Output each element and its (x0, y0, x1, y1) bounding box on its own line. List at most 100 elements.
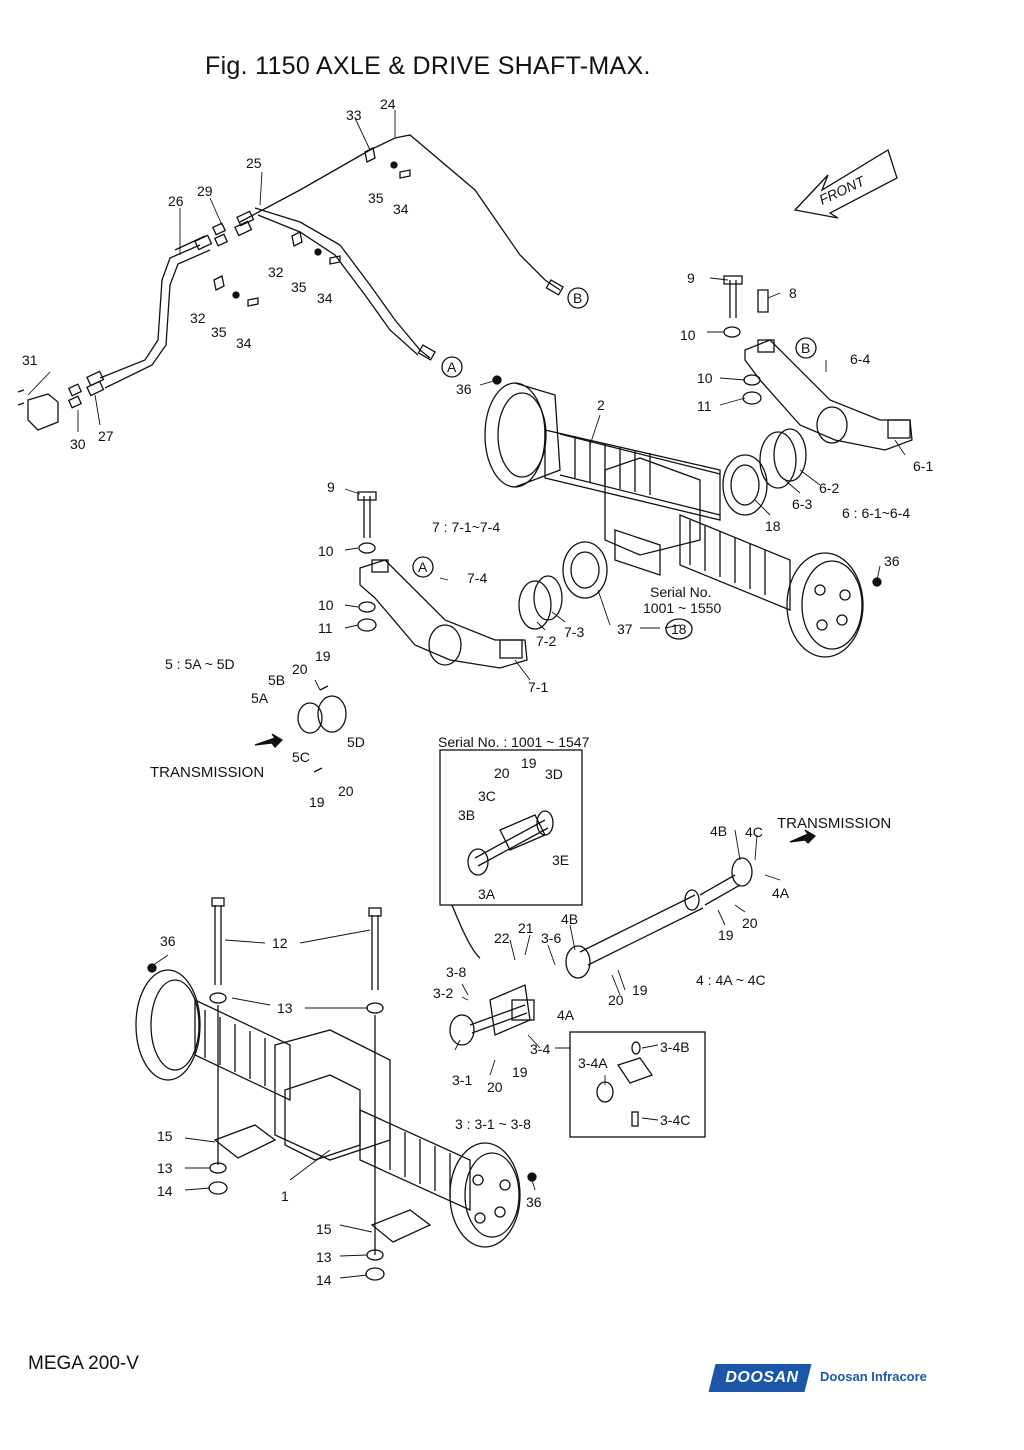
part-label: 5A (251, 690, 269, 706)
part-label: 30 (70, 436, 86, 452)
part-label: 7-2 (536, 633, 556, 649)
part-label: 4B (561, 911, 578, 927)
part-label: 18 (765, 518, 781, 534)
part-label: 20 (608, 992, 624, 1008)
serial-note-inset: Serial No. : 1001 ~ 1547 (438, 734, 590, 750)
part-label: 36 (526, 1194, 542, 1210)
part-label: 12 (272, 935, 288, 951)
part-label: 7-4 (467, 570, 487, 586)
front-axle-assembly (135, 963, 537, 1248)
part-label: 19 (309, 794, 325, 810)
part-label: 34 (393, 201, 409, 217)
part-label: 3E (552, 852, 569, 868)
part-label: 34 (317, 290, 333, 306)
part-label: 10 (680, 327, 696, 343)
part-label: 19 (512, 1064, 528, 1080)
transmission-label-right: TRANSMISSION (777, 815, 891, 832)
company-name: Doosan Infracore (820, 1369, 927, 1384)
part-label: 10 (697, 370, 713, 386)
part-label: 3A (478, 886, 496, 902)
part-label: 3B (458, 807, 475, 823)
axle-support-bracket-7 (357, 491, 528, 669)
part-label: 10 (318, 543, 334, 559)
part-label: 14 (157, 1183, 173, 1199)
serial-note-range: 1001 ~ 1550 (643, 600, 721, 616)
part-label: 20 (338, 783, 354, 799)
doosan-logo-text: DOOSAN (725, 1369, 799, 1386)
part-label: 3C (478, 788, 496, 804)
callout-b-2: B (801, 340, 810, 356)
part-label: 36 (456, 381, 472, 397)
part-label: 22 (494, 930, 510, 946)
part-label: 32 (190, 310, 206, 326)
part-label: 5B (268, 672, 285, 688)
note-7: 7 : 7-1~7-4 (432, 519, 500, 535)
part-label: 4A (557, 1007, 575, 1023)
part-label: 15 (316, 1221, 332, 1237)
part-label: 8 (789, 285, 797, 301)
part-label: 4C (745, 824, 763, 840)
part-label: 36 (160, 933, 176, 949)
part-label: 20 (742, 915, 758, 931)
model-name: MEGA 200-V (28, 1353, 139, 1374)
main-drive-shaft (449, 829, 817, 1046)
part-label: 25 (246, 155, 262, 171)
callout-a-1: A (447, 359, 457, 375)
front-arrow (793, 149, 898, 219)
part-label: 37 (617, 621, 633, 637)
part-label: 3-4C (660, 1112, 690, 1128)
part-label: 11 (697, 398, 712, 414)
part-label: 3-4B (660, 1039, 690, 1055)
part-label: 7-1 (528, 679, 548, 695)
part-label: 9 (327, 479, 335, 495)
part-number-labels: 24 33 25 26 29 35 34 32 35 34 32 35 34 3… (22, 96, 933, 1288)
drive-shaft-coupling-5 (254, 685, 347, 773)
part-label: 26 (168, 193, 184, 209)
axle-support-bracket-6 (723, 275, 913, 451)
part-label: 20 (494, 765, 510, 781)
part-label: 3-8 (446, 964, 466, 980)
page-title: Fig. 1150 AXLE & DRIVE SHAFT-MAX. (205, 52, 651, 80)
part-label: 19 (315, 648, 331, 664)
part-label: 14 (316, 1272, 332, 1288)
part-label: 10 (318, 597, 334, 613)
note-4: 4 : 4A ~ 4C (696, 972, 766, 988)
part-label: 11 (318, 620, 333, 636)
note-3: 3 : 3-1 ~ 3-8 (455, 1116, 531, 1132)
part-label: 19 (718, 927, 734, 943)
part-label: 34 (236, 335, 252, 351)
part-label: 5D (347, 734, 365, 750)
part-label: 13 (316, 1249, 332, 1265)
callout-b-1: B (573, 290, 582, 306)
part-label: 6-2 (819, 480, 839, 496)
part-label: 27 (98, 428, 114, 444)
part-label: 13 (157, 1160, 173, 1176)
part-label: 7-3 (564, 624, 584, 640)
inset-box-3-4 (569, 1031, 706, 1138)
part-label: 19 (521, 755, 537, 771)
part-label: 5C (292, 749, 310, 765)
part-label: 2 (597, 397, 605, 413)
part-label: 19 (632, 982, 648, 998)
part-label: 3D (545, 766, 563, 782)
part-label: 20 (487, 1079, 503, 1095)
part-label: 3-4 (530, 1041, 550, 1057)
part-label: 6-3 (792, 496, 812, 512)
leader-lines (27, 110, 906, 1279)
part-label: 15 (157, 1128, 173, 1144)
part-label: 9 (687, 270, 695, 286)
part-label: 1 (281, 1188, 289, 1204)
part-label: 35 (368, 190, 384, 206)
note-5: 5 : 5A ~ 5D (165, 656, 235, 672)
part-label: 6-4 (850, 351, 870, 367)
part-label: 3-4A (578, 1055, 608, 1071)
part-label: 4A (772, 885, 790, 901)
part-label: 4B (710, 823, 727, 839)
brake-pipe-lines (17, 134, 564, 431)
axle-rings (518, 428, 807, 630)
part-label: 13 (277, 1000, 293, 1016)
part-label: 6-1 (913, 458, 933, 474)
part-label: 35 (291, 279, 307, 295)
